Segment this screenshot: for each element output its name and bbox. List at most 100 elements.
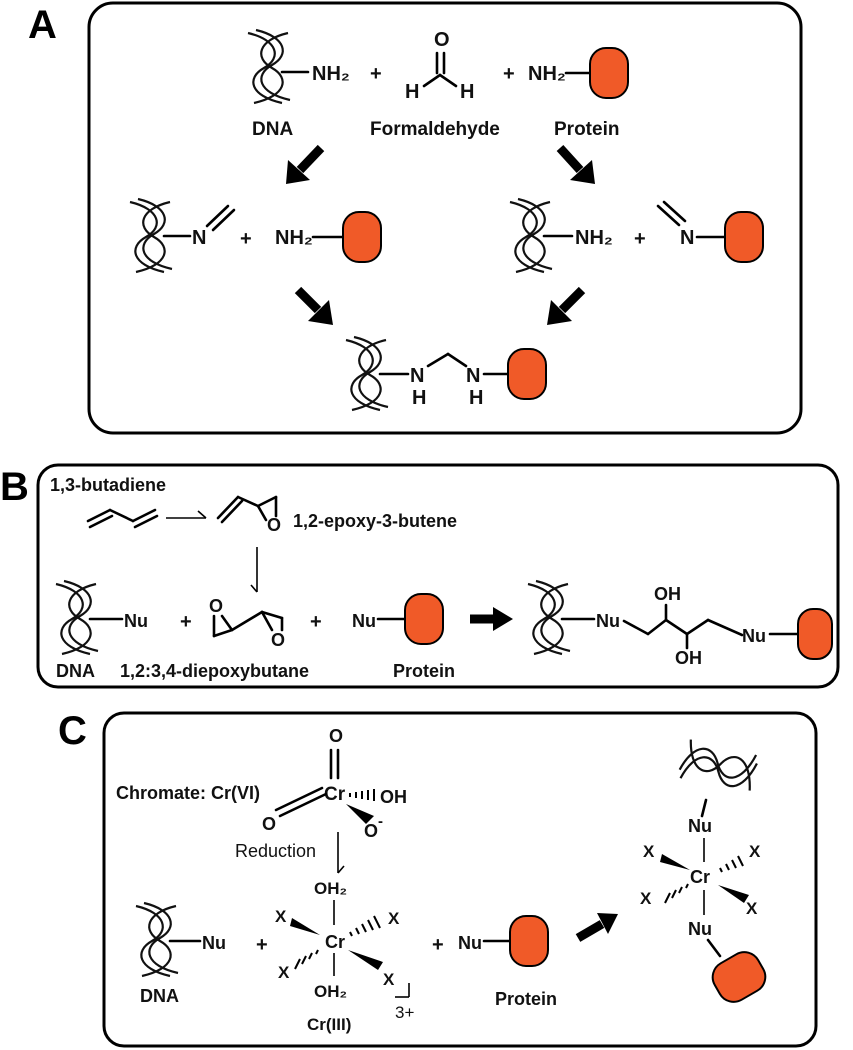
- complex-charge: 3+: [395, 1003, 414, 1022]
- cr3-label: Cr(III): [307, 1015, 351, 1034]
- reaction-arrow: [294, 286, 333, 325]
- reaction-arrow: [250, 547, 258, 593]
- formaldehyde-o: O: [434, 29, 450, 51]
- protein-label: Protein: [554, 119, 619, 140]
- formaldehyde-h-right: H: [460, 81, 474, 103]
- plus-sign: +: [310, 611, 322, 633]
- reaction-arrow: [575, 913, 618, 942]
- nu-label: Nu: [124, 611, 148, 631]
- ligand-x: X: [749, 842, 761, 861]
- protein-nh2-label: NH₂: [275, 227, 313, 249]
- dna-label: DNA: [252, 119, 293, 140]
- ligand-x: X: [275, 907, 287, 926]
- nh-n-label: N: [466, 365, 480, 387]
- aqua-ligand-bottom: OH₂: [314, 982, 347, 1001]
- reduction-label: Reduction: [235, 841, 316, 861]
- nu-label: Nu: [688, 816, 712, 836]
- nh-h-label: H: [469, 387, 483, 409]
- chromium-label: Cr: [690, 867, 710, 887]
- imine-n-label: N: [680, 227, 694, 249]
- diepoxybutane-structure: O O: [209, 596, 285, 650]
- protein-label: Protein: [495, 989, 557, 1009]
- reaction-arrow: [547, 286, 586, 325]
- epoxide-o: O: [271, 630, 285, 650]
- nh-h-label: H: [412, 387, 426, 409]
- dna-helix-icon: [135, 901, 179, 978]
- formaldehyde-label: Formaldehyde: [370, 119, 500, 140]
- protein-shape-icon: [797, 608, 833, 660]
- panel-a-frame: [87, 1, 803, 435]
- nu-label: Nu: [458, 933, 482, 953]
- ligand-x: X: [643, 842, 655, 861]
- chromate-structure: O Cr O OH O -: [262, 726, 407, 841]
- panel-c-frame: [102, 711, 818, 1048]
- butadiene-structure: [86, 508, 159, 529]
- aqua-ligand-top: OH₂: [314, 879, 347, 898]
- panel-b-letter: B: [0, 465, 29, 509]
- protein-shape-icon: [589, 47, 629, 99]
- panel-b-frame: [36, 463, 840, 689]
- dna-label: DNA: [140, 986, 179, 1006]
- epoxide-o: O: [209, 596, 223, 616]
- nu-label: Nu: [688, 919, 712, 939]
- plus-sign: +: [370, 63, 382, 85]
- dna-helix-icon: [527, 579, 571, 656]
- nu-label: Nu: [202, 933, 226, 953]
- nh-n-label: N: [410, 365, 424, 387]
- imine-n-label: N: [192, 227, 206, 249]
- panel-a-letter: A: [28, 3, 57, 47]
- epoxide-o: O: [267, 515, 281, 535]
- dna-helix-icon: [345, 335, 389, 412]
- ligand-x: X: [278, 963, 290, 982]
- plus-sign: +: [256, 934, 268, 956]
- dna-nh2-label: NH₂: [575, 227, 613, 249]
- butadiene-label: 1,3-butadiene: [50, 475, 166, 495]
- butanediol-linker: [622, 603, 744, 650]
- protein-shape-icon: [404, 593, 444, 645]
- chromate-top-o: O: [329, 726, 343, 746]
- oxide-o-label: O: [364, 821, 378, 841]
- ligand-x: X: [383, 970, 395, 989]
- formaldehyde-structure: O H H: [405, 29, 474, 103]
- nu-label: Nu: [742, 626, 766, 646]
- epoxybutene-label: 1,2-epoxy-3-butene: [293, 511, 457, 531]
- chromium-label: Cr: [325, 932, 345, 952]
- chromate-left-o: O: [262, 814, 276, 834]
- dna-helix-icon: [129, 197, 173, 274]
- protein-shape-icon: [711, 951, 767, 1003]
- plus-sign: +: [180, 611, 192, 633]
- dna-label: DNA: [56, 661, 95, 681]
- formaldehyde-h-left: H: [405, 81, 419, 103]
- hydroxyl-label: OH: [654, 584, 681, 604]
- dna-helix-icon: [247, 28, 291, 105]
- plus-sign: +: [432, 934, 444, 956]
- reaction-arrow: [556, 144, 595, 184]
- hydroxyl-label: OH: [675, 648, 702, 668]
- reaction-arrow: [166, 510, 207, 519]
- ligand-x: X: [388, 909, 400, 928]
- protein-shape-icon: [724, 211, 764, 263]
- protein-nh2-label: NH₂: [528, 63, 566, 85]
- chromate-label: Chromate: Cr(VI): [116, 783, 260, 803]
- reaction-arrow: [286, 144, 325, 184]
- protein-label: Protein: [393, 661, 455, 681]
- dna-helix-icon: [509, 197, 553, 274]
- minus-charge: -: [378, 813, 383, 830]
- diepoxybutane-label: 1,2:3,4-diepoxybutane: [120, 661, 309, 681]
- epoxybutene-structure: O: [216, 495, 281, 535]
- protein-shape-icon: [507, 348, 547, 400]
- nu-label: Nu: [596, 611, 620, 631]
- dna-nh2-label: NH₂: [312, 63, 350, 85]
- plus-sign: +: [240, 228, 252, 250]
- chromium-iii-complex: OH₂ Cr OH₂ X X X X 3+: [275, 879, 414, 1022]
- plus-sign: +: [503, 63, 515, 85]
- dna-helix-icon: [678, 739, 758, 791]
- reaction-arrow: [470, 607, 513, 631]
- ligand-x: X: [640, 889, 652, 908]
- protein-shape-icon: [509, 915, 549, 967]
- nu-label: Nu: [352, 611, 376, 631]
- reaction-arrow: [337, 832, 345, 874]
- hydroxyl-label: OH: [380, 787, 407, 807]
- ligand-x: X: [746, 899, 758, 918]
